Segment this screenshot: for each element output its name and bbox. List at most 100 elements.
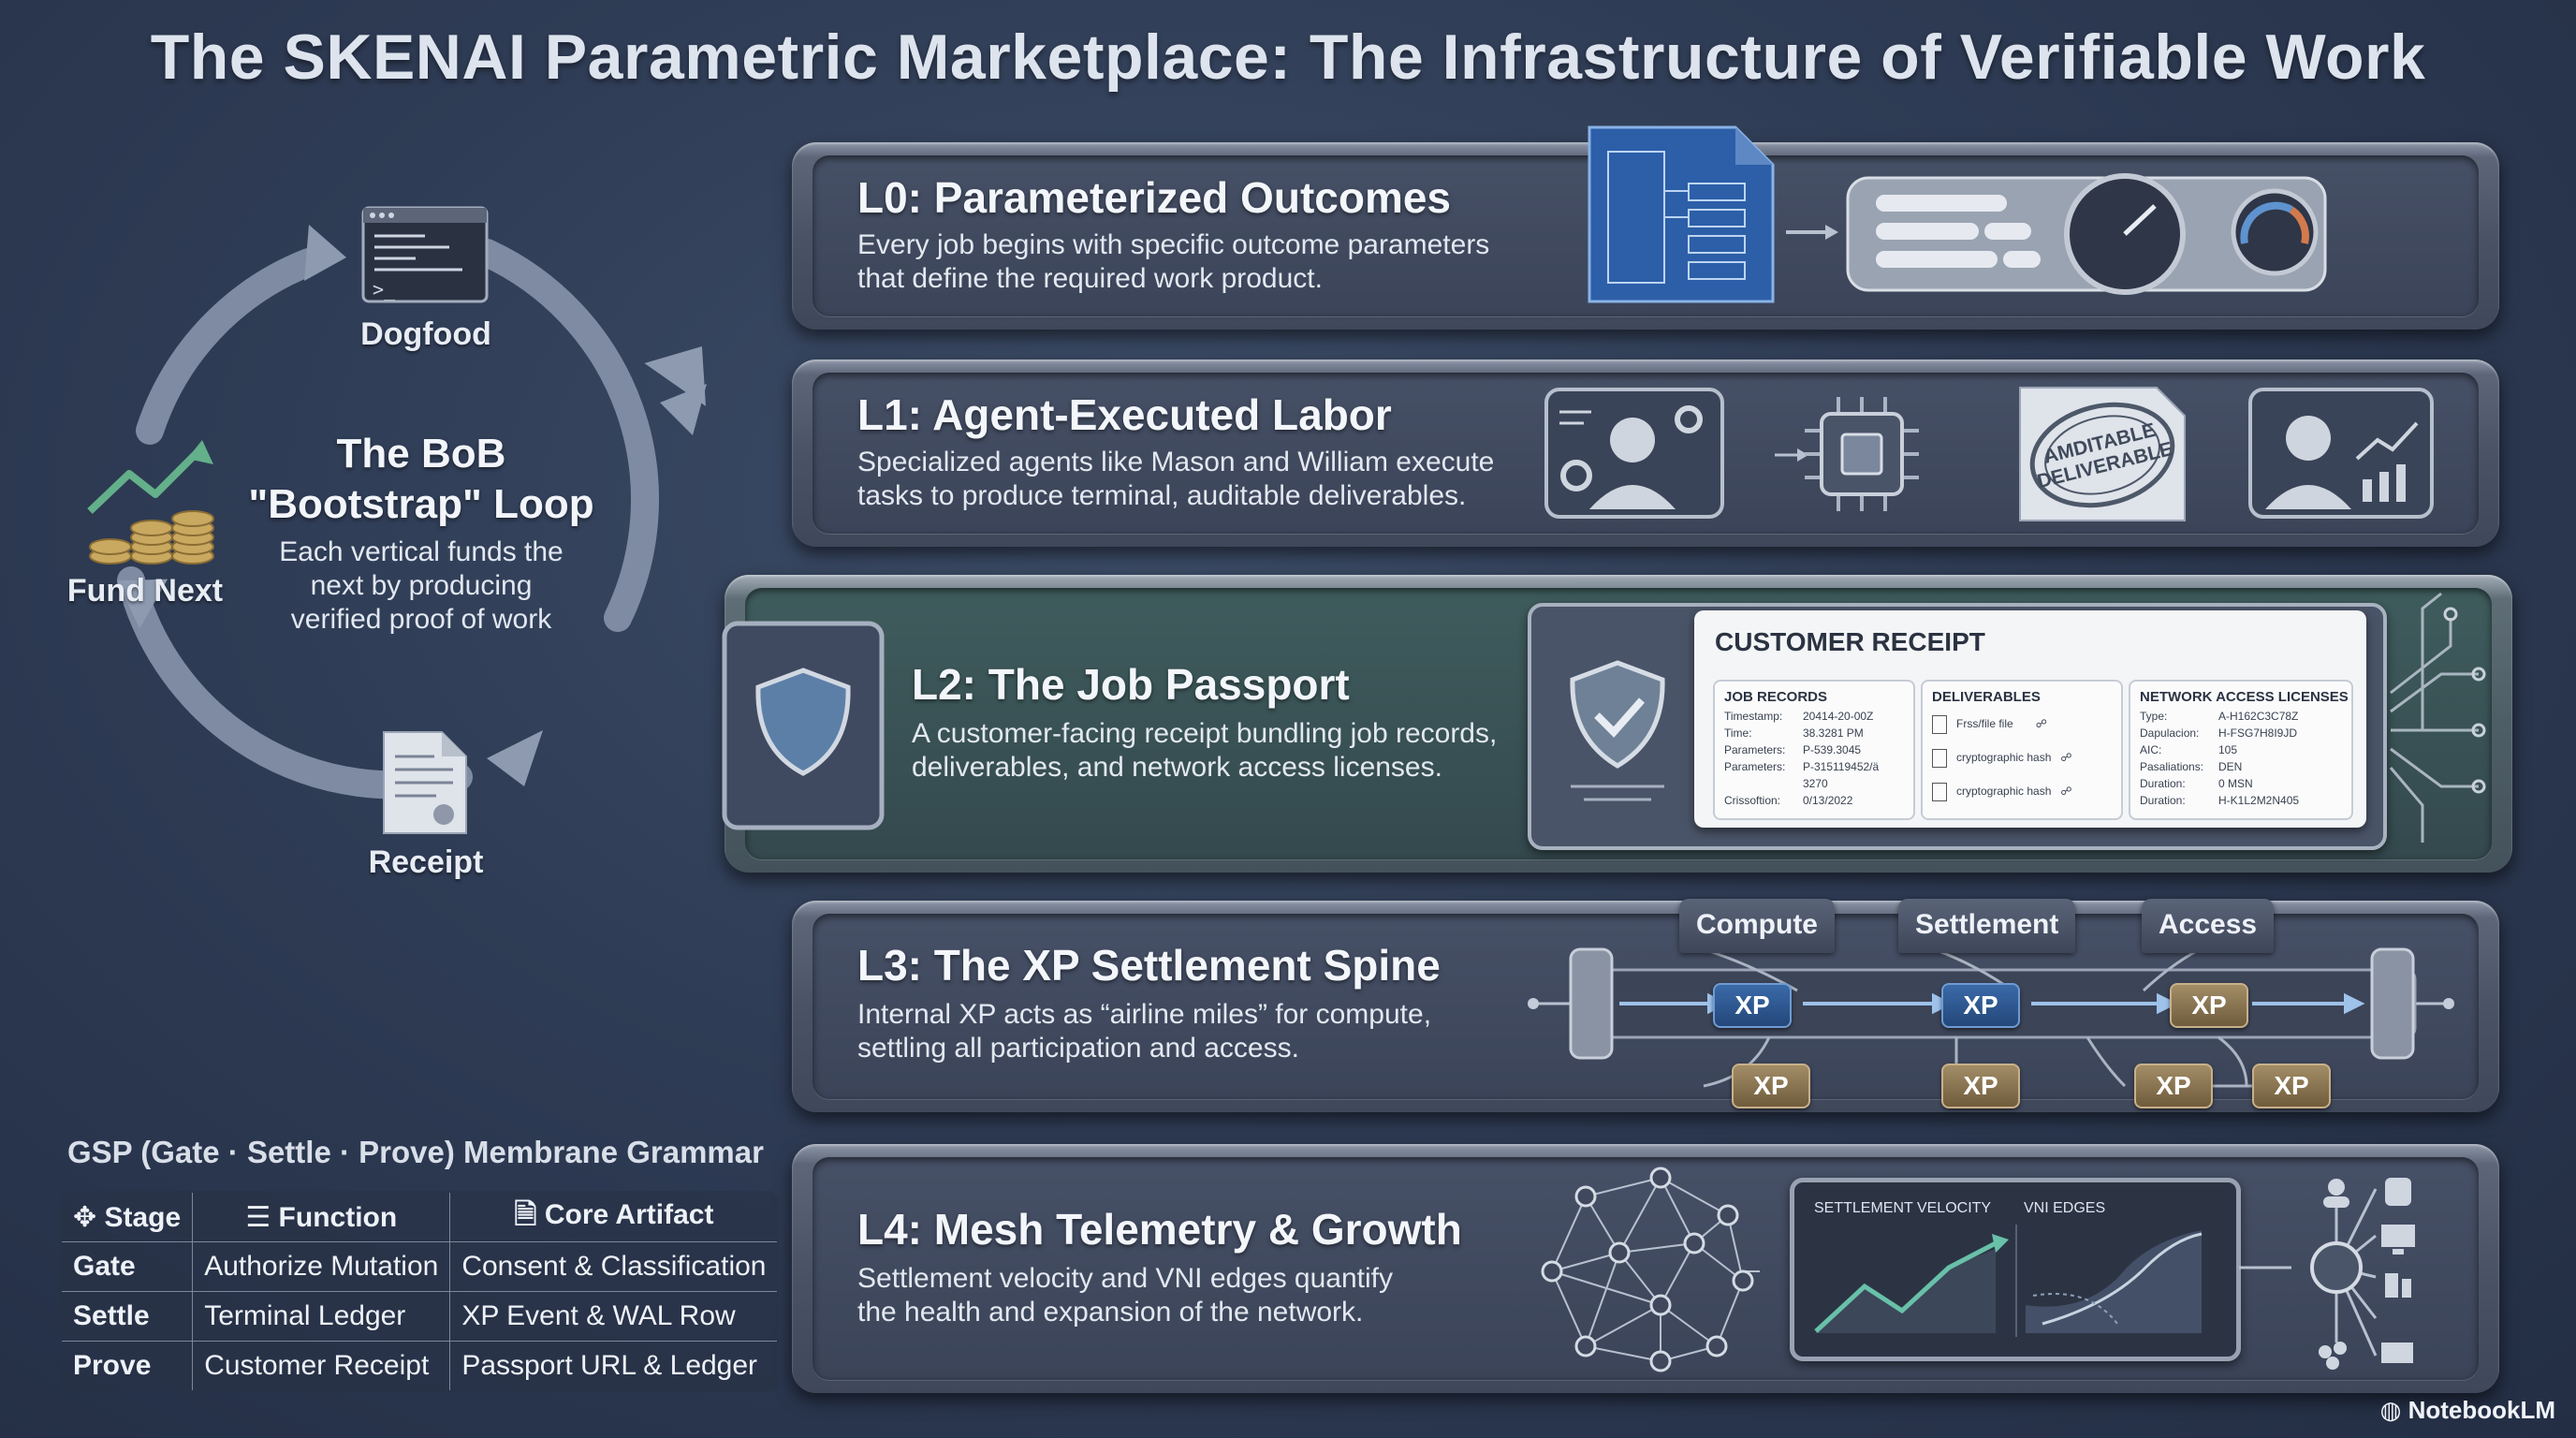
receipt-row: Duration: 0 MSN <box>2140 777 2253 790</box>
receipt-row: AIC:105 <box>2140 743 2237 756</box>
cell-stage: Gate <box>62 1241 194 1292</box>
link-icon: ☍ <box>2060 785 2072 799</box>
row-key: Type: <box>2140 710 2168 723</box>
receipt-row: Dapulacion:H-FSG7H8I9JD <box>2140 726 2297 740</box>
receipt-col-heading: JOB RECORDS <box>1724 689 1828 705</box>
column-header-function: ☰ Function <box>192 1193 451 1242</box>
layer-l4-title: L4: Mesh Telemetry & Growth <box>857 1205 1462 1254</box>
receipt-row: Parameters:P-539.3045 <box>1724 743 1861 756</box>
deliverable-row[interactable]: cryptographic hash☍ <box>1932 749 2072 768</box>
header-label: Core Artifact <box>544 1198 714 1230</box>
deliverable-row[interactable]: Frss/file file☍ <box>1932 715 2047 734</box>
terminal-icon: >_ <box>361 206 489 303</box>
arrow-right-icon <box>1775 448 1808 462</box>
receipt-row: Type:A-H162C3C78Z <box>2140 710 2298 723</box>
row-key: Duration: <box>2140 777 2186 790</box>
receipt-col-heading: DELIVERABLES <box>1932 689 2041 705</box>
row-key: Timestamp: <box>1724 710 1783 723</box>
receipt-row: 3270 <box>1724 777 1828 790</box>
row-value: 0 MSN <box>2218 777 2253 790</box>
loop-title: The BoB "Bootstrap" Loop <box>215 429 627 530</box>
processor-chip-icon <box>1805 397 1919 511</box>
receipt-row: Time:38.3281 PM <box>1724 726 1864 740</box>
vni-edges-chart <box>2026 1230 2203 1333</box>
layer-l1-desc-1: Specialized agents like Mason and Willia… <box>857 447 1495 477</box>
document-icon: 🗎 <box>514 1198 545 1230</box>
tab-settlement[interactable]: Settlement <box>1898 899 2076 953</box>
receipt-row: Timestamp: 20414-20-00Z <box>1724 710 1873 723</box>
agent-with-gears-icon <box>1544 388 1724 519</box>
control-panel-gauges-icon <box>1846 173 2327 295</box>
coins-growth-icon <box>87 440 214 565</box>
xp-token: XP <box>2252 1064 2331 1108</box>
xp-token: XP <box>1732 1064 1810 1108</box>
row-value: P-539.3045 <box>1803 743 1862 756</box>
loop-title-line-1: The BoB <box>336 431 506 477</box>
receipt-row: Duration:H-K1L2M2N405 <box>2140 794 2299 807</box>
cell-stage: Settle <box>62 1291 194 1342</box>
loop-arrow-fund-to-dogfood <box>136 248 323 445</box>
row-value: P-315119452/ä <box>1803 760 1880 773</box>
xp-token: XP <box>1941 983 2020 1028</box>
chart-label-vni-edges: VNI EDGES <box>2024 1200 2106 1216</box>
column-header-stage: ✥ Stage <box>62 1193 194 1242</box>
agent-analytics-icon <box>2248 388 2434 519</box>
xp-token: XP <box>2170 983 2248 1028</box>
layer-l0-desc-1: Every job begins with specific outcome p… <box>857 229 1490 260</box>
table-row: Prove Customer Receipt Passport URL & Le… <box>62 1341 778 1390</box>
loop-description: Each vertical funds the next by producin… <box>234 536 608 637</box>
loop-node-dogfood: Dogfood <box>360 316 491 352</box>
notebooklm-brand: ◍ NotebookLM <box>2380 1396 2555 1425</box>
notebooklm-logo-icon: ◍ <box>2379 1396 2408 1424</box>
deliverable-row[interactable]: cryptographic hash☍ <box>1932 783 2072 801</box>
receipt-job-records: JOB RECORDS Timestamp: 20414-20-00Z Time:… <box>1713 680 1915 820</box>
row-key: Time: <box>1724 726 1752 740</box>
receipt-col-heading: NETWORK ACCESS LICENSES <box>2140 689 2349 705</box>
layer-l4-desc-2: the health and expansion of the network. <box>857 1297 1364 1328</box>
receipt-row: Parameters:P-315119452/ä <box>1724 760 1879 773</box>
table-row: Settle Terminal Ledger XP Event & WAL Ro… <box>62 1291 778 1342</box>
layer-l3-desc-1: Internal XP acts as “airline miles” for … <box>857 999 1432 1030</box>
passport-shield-icon <box>722 621 885 830</box>
header-label: Stage <box>104 1201 182 1233</box>
mesh-network-icon <box>1541 1167 1760 1372</box>
arrow-right-icon <box>1786 225 1838 240</box>
cell-artifact: Passport URL & Ledger <box>449 1341 778 1390</box>
row-key: Crissoftion: <box>1724 794 1781 807</box>
xp-token: XP <box>1713 983 1792 1028</box>
deliverable-label: cryptographic hash <box>1956 751 2052 765</box>
row-value: 20414-20-00Z <box>1803 710 1874 723</box>
cell-artifact: XP Event & WAL Row <box>449 1291 778 1342</box>
cell-function: Terminal Ledger <box>192 1291 451 1342</box>
circuit-lines-icon <box>2389 592 2486 843</box>
receipt-network-licenses: NETWORK ACCESS LICENSES Type:A-H162C3C78… <box>2129 680 2353 820</box>
receipt-deliverables: DELIVERABLES Frss/file file☍ cryptograph… <box>1921 680 2123 820</box>
receipt-document-icon <box>383 731 467 834</box>
cell-artifact: Consent & Classification <box>449 1241 778 1292</box>
gsp-table-title: GSP (Gate · Settle · Prove) Membrane Gra… <box>67 1135 764 1169</box>
tab-compute[interactable]: Compute <box>1679 899 1835 953</box>
layer-l3-title: L3: The XP Settlement Spine <box>857 941 1441 990</box>
layer-l1-title: L1: Agent-Executed Labor <box>857 390 1392 439</box>
layer-l4-desc-1: Settlement velocity and VNI edges quanti… <box>857 1263 1393 1294</box>
row-key: Dapulacion: <box>2140 726 2200 740</box>
receipt-title: CUSTOMER RECEIPT <box>1715 627 1985 656</box>
blueprint-document-icon <box>1588 125 1775 303</box>
column-header-artifact: 🗎 Core Artifact <box>449 1193 778 1242</box>
layer-l2-desc-1: A customer-facing receipt bundling job r… <box>912 718 1498 749</box>
brand-label: NotebookLM <box>2408 1396 2555 1424</box>
header-label: Function <box>278 1201 398 1233</box>
tab-access[interactable]: Access <box>2142 899 2275 953</box>
network-hub-icon <box>2239 1178 2415 1370</box>
table-header-row: ✥ Stage ☰ Function 🗎 Core Artifact <box>62 1193 778 1242</box>
layer-l0-title: L0: Parameterized Outcomes <box>857 173 1452 222</box>
loop-arrow-dogfood-to-receipt <box>473 239 659 632</box>
layer-l2-title: L2: The Job Passport <box>912 660 1350 709</box>
row-value: H-K1L2M2N405 <box>2218 794 2300 807</box>
file-icon <box>1932 715 1947 734</box>
loop-title-line-2: "Bootstrap" Loop <box>248 481 594 527</box>
page-title: The SKENAI Parametric Marketplace: The I… <box>150 22 2426 93</box>
cell-stage: Prove <box>62 1341 194 1390</box>
row-value: 0/13/2022 <box>1803 794 1853 807</box>
xp-token: XP <box>1941 1064 2020 1108</box>
